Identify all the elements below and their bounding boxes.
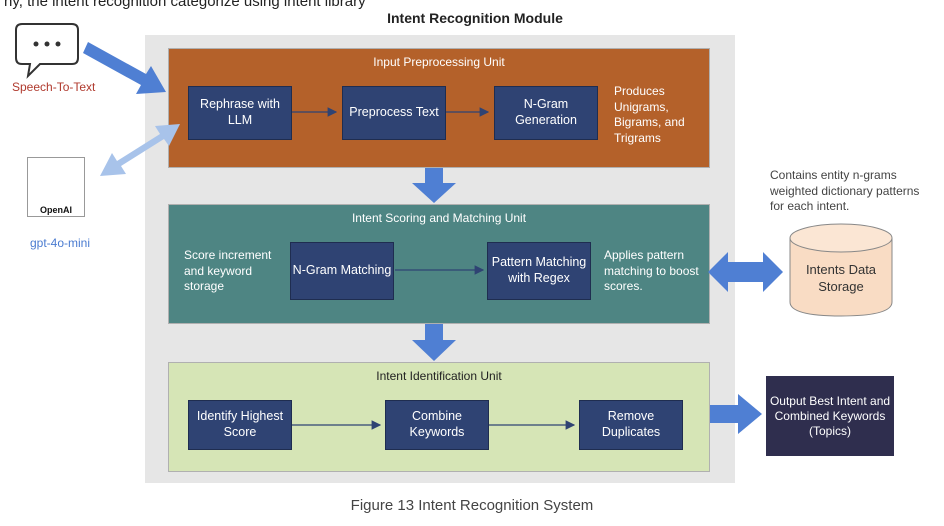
ngram-generation-box: N-Gram Generation: [494, 86, 598, 140]
remove-duplicates-box: Remove Duplicates: [579, 400, 683, 450]
output-arrow: [710, 394, 762, 434]
ngram-matching-box: N-Gram Matching: [290, 242, 394, 300]
output-box: Output Best Intent and Combined Keywords…: [766, 376, 894, 456]
figure-caption: Figure 13 Intent Recognition System: [350, 497, 594, 514]
storage-double-arrow: [708, 252, 783, 292]
scoring-right-note: Applies pattern matching to boost scores…: [604, 248, 699, 294]
preprocess-text-box: Preprocess Text: [342, 86, 446, 140]
pattern-matching-box: Pattern Matching with Regex: [487, 242, 591, 300]
gpt-model-label: gpt-4o-mini: [30, 236, 91, 250]
storage-note: Contains entity n-grams weighted diction…: [770, 168, 920, 214]
identify-highest-score-box: Identify Highest Score: [188, 400, 292, 450]
chat-bubble-icon: [15, 23, 79, 79]
rephrase-llm-box: Rephrase with LLM: [188, 86, 292, 140]
input-unit-title: Input Preprocessing Unit: [373, 55, 505, 69]
database-cylinder-icon: [789, 223, 893, 317]
input-unit-note: Produces Unigrams, Bigrams, and Trigrams: [614, 84, 685, 145]
ident-unit-title: Intent Identification Unit: [376, 369, 502, 383]
speech-to-input-arrow: [83, 42, 166, 94]
openai-logo-frame: [27, 157, 85, 217]
openai-llm-double-arrow: [100, 124, 180, 176]
scoring-unit-title: Intent Scoring and Matching Unit: [351, 211, 527, 225]
down-arrow-2: [412, 324, 456, 361]
storage-label: Intents Data Storage: [805, 262, 877, 294]
openai-logo-text: OpenAI: [39, 205, 72, 215]
header-text: ny, the intent recognition categorize us…: [4, 0, 366, 10]
combine-keywords-box: Combine Keywords: [385, 400, 489, 450]
scoring-left-note: Score increment and keyword storage: [184, 248, 272, 294]
module-title: Intent Recognition Module: [387, 10, 563, 26]
down-arrow-1: [412, 168, 456, 203]
speech-to-text-label: Speech-To-Text: [12, 80, 96, 94]
intent-scoring-unit: Intent Scoring and Matching Unit: [168, 204, 710, 324]
